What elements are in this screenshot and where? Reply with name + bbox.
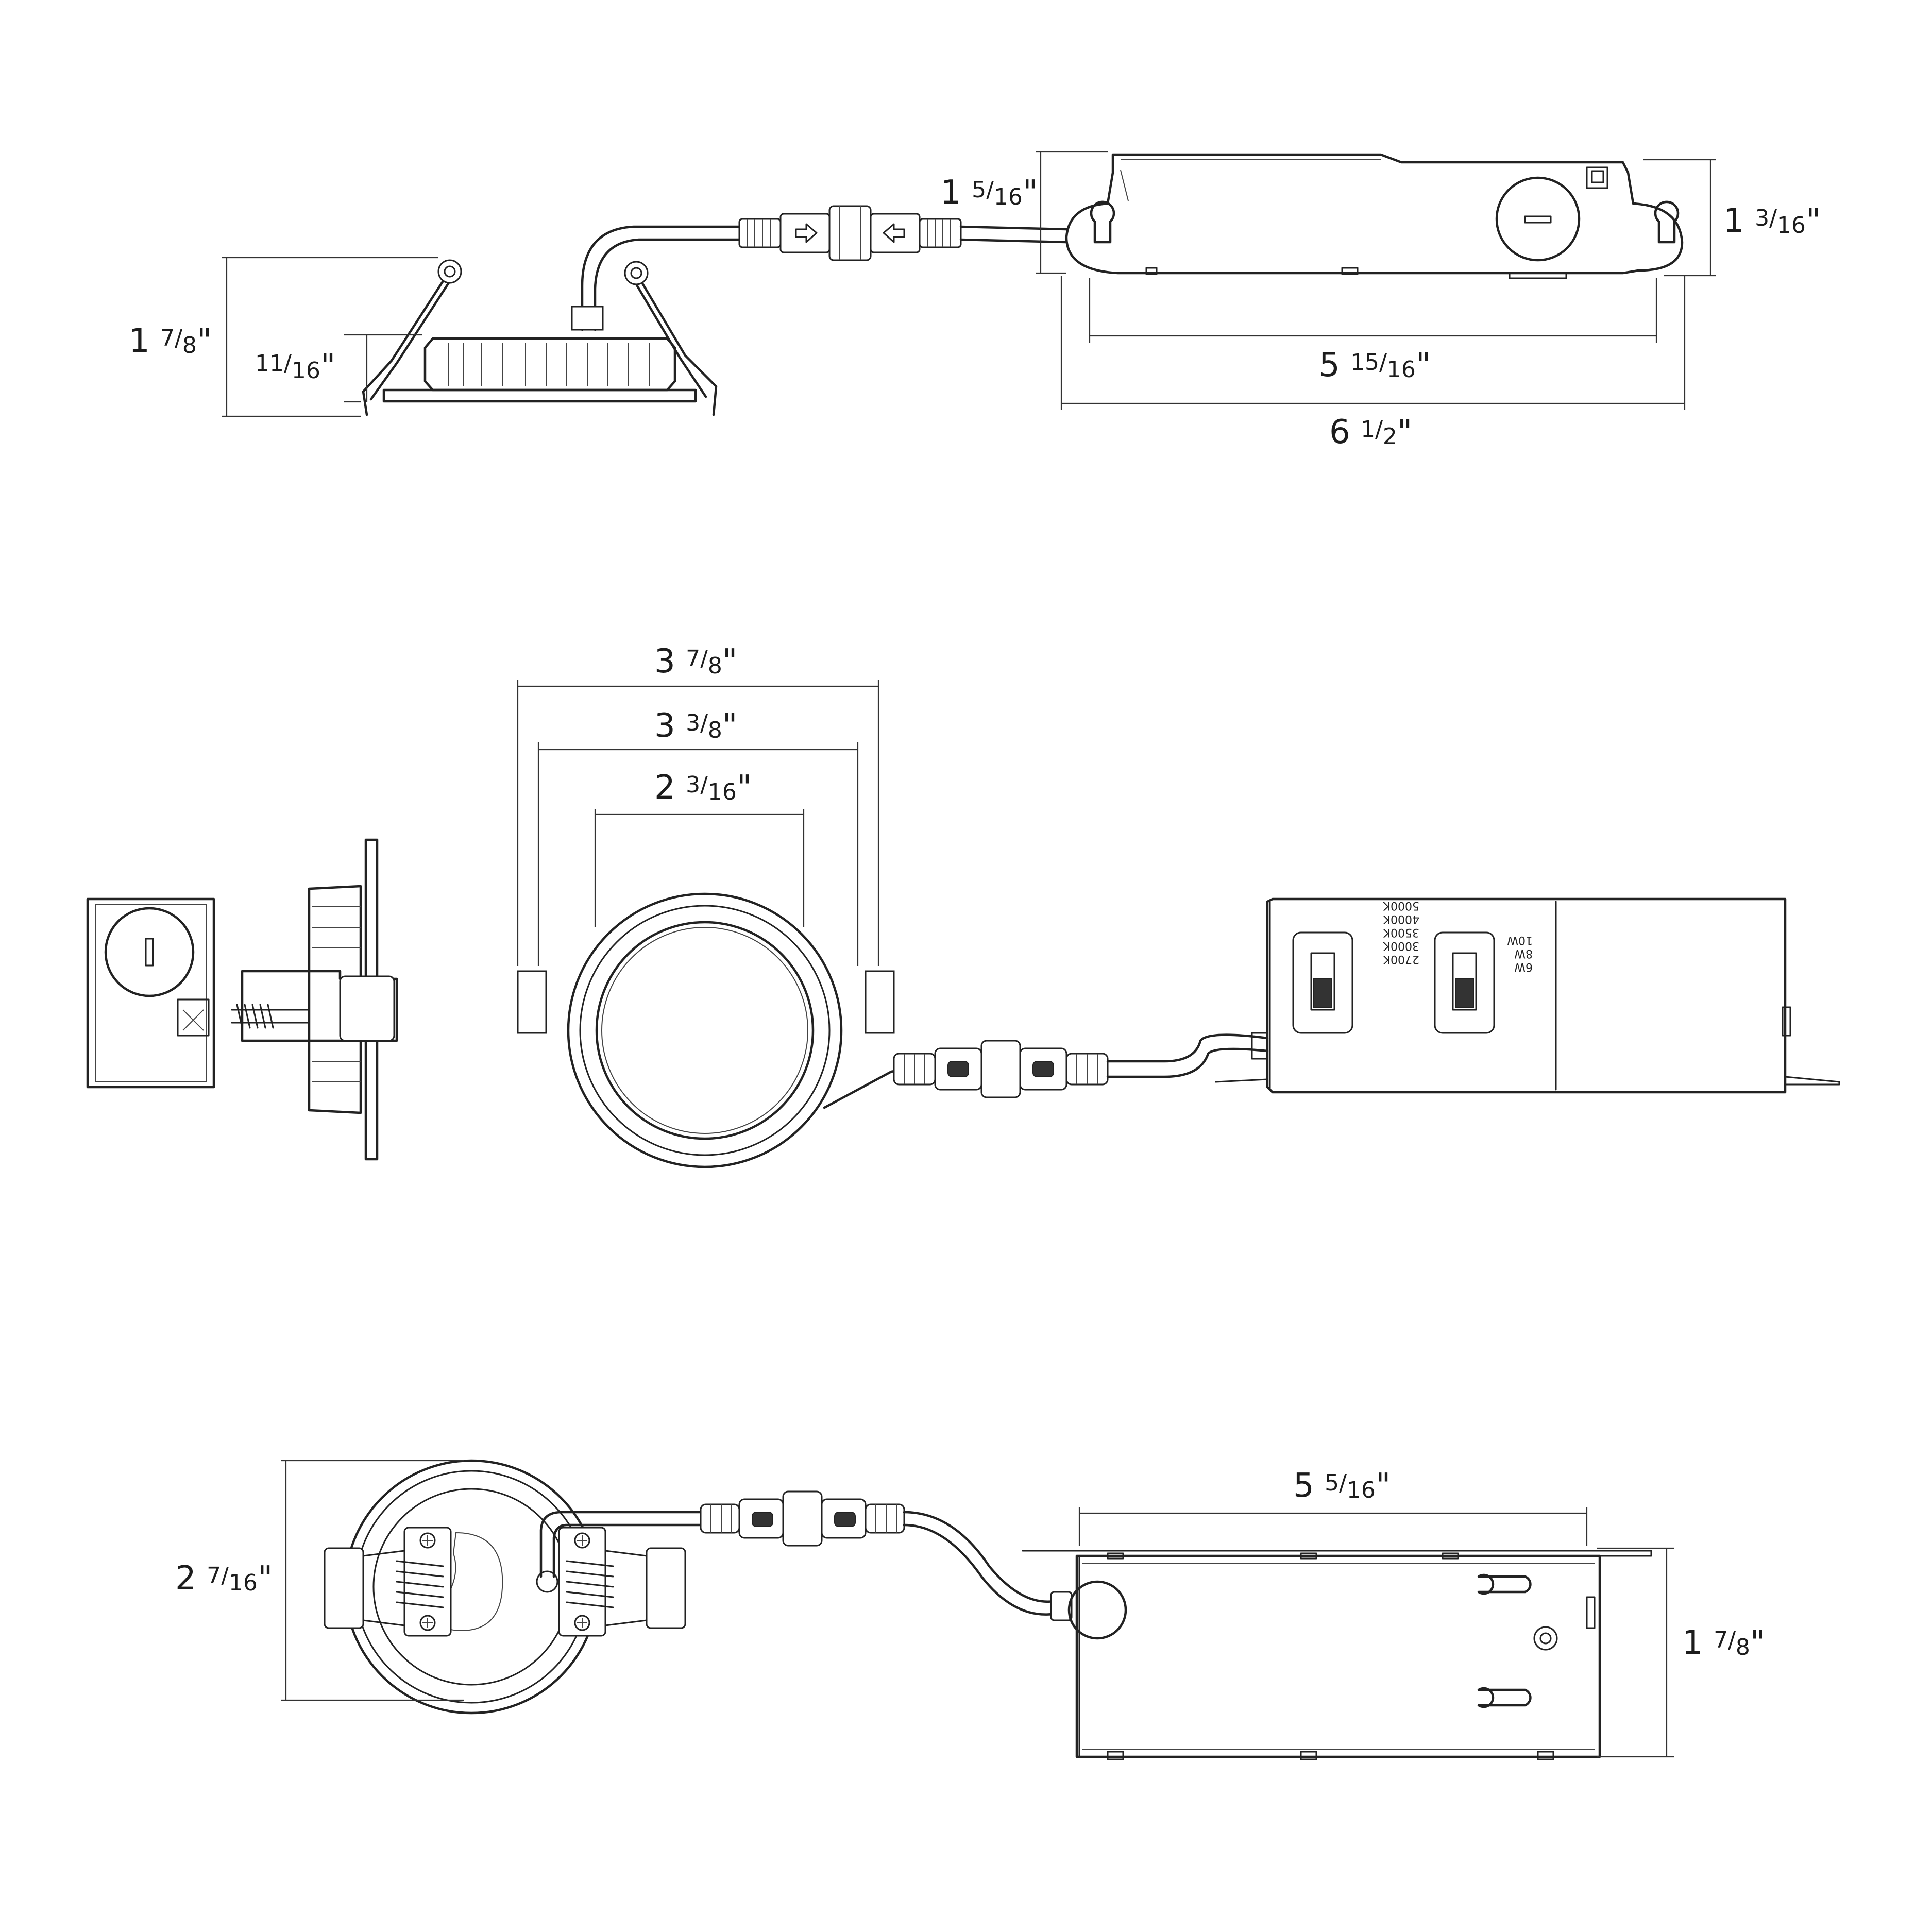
box-end-view xyxy=(86,897,215,1089)
svg-text:5000K: 5000K xyxy=(1383,899,1419,912)
keyhole-right xyxy=(1654,200,1680,244)
dim-fixture-height: 1 7/8" xyxy=(129,322,212,360)
dim-aperture: 2 3/16" xyxy=(654,769,752,807)
fixture-cable xyxy=(581,225,743,331)
clip-right-face xyxy=(865,970,895,1034)
junction-box xyxy=(1065,153,1684,275)
right-spring-clip xyxy=(635,272,718,416)
dim-box-total-length: 6 1/2" xyxy=(1329,413,1412,451)
svg-text:8W: 8W xyxy=(1514,947,1533,960)
trim-outer-circle xyxy=(567,892,843,1168)
wattage-labels: 6W 8W 10W xyxy=(1507,934,1533,973)
svg-text:3000K: 3000K xyxy=(1383,939,1419,952)
back-clip-left xyxy=(324,1547,364,1629)
arrow-right-icon xyxy=(795,223,818,243)
dim-box-height: 1 3/16" xyxy=(1723,202,1821,240)
side-clip-bracket xyxy=(241,970,398,1042)
svg-text:3500K: 3500K xyxy=(1383,926,1419,939)
middle-quick-connector xyxy=(893,1040,1109,1098)
top-side-view: 1 7/8" 11/16" 1 5/16" 1 3/16" 5 15/16" 6… xyxy=(129,151,1821,451)
quick-connector xyxy=(738,205,962,261)
dim-back-trim-height: 2 7/16" xyxy=(175,1560,273,1598)
left-clip-pivot xyxy=(437,259,462,284)
bottom-views: 2 7/16" 5 5/16" 1 7/8" xyxy=(175,1459,1765,1760)
dim-box-height-small: 1 5/16" xyxy=(940,174,1038,212)
keyhole-slot-bottom xyxy=(1477,1687,1532,1708)
box-end-knockout xyxy=(104,907,195,997)
clip-left-face xyxy=(517,970,547,1034)
led-body xyxy=(423,337,676,392)
aperture-circle xyxy=(595,921,815,1140)
svg-text:2700K: 2700K xyxy=(1383,953,1419,965)
dim-box-inner-length: 5 15/16" xyxy=(1319,346,1431,384)
side-knockout xyxy=(1067,1580,1127,1640)
dim-trim-height: 11/16" xyxy=(255,347,335,385)
dim-driver-box-length: 5 5/16" xyxy=(1293,1467,1391,1505)
back-clip-right xyxy=(646,1547,686,1629)
keyhole-left xyxy=(1090,200,1115,244)
right-clip-pivot xyxy=(624,261,649,285)
svg-text:4000K: 4000K xyxy=(1383,912,1419,925)
dim-driver-box-height: 1 7/8" xyxy=(1682,1624,1765,1662)
trim-plate xyxy=(382,388,697,403)
driver-box-top xyxy=(1266,897,1787,1094)
driver-box-side xyxy=(1075,1554,1601,1758)
svg-text:10W: 10W xyxy=(1507,934,1533,946)
cable-strain-relief xyxy=(571,306,604,331)
cct-labels: 2700K 3000K 3500K 4000K 5000K xyxy=(1383,899,1419,965)
middle-views: 2700K 3000K 3500K 4000K 5000K 6W 8W 10W … xyxy=(86,642,1840,1168)
dim-outer-diameter: 3 7/8" xyxy=(654,642,737,681)
left-spring-clip xyxy=(362,272,450,416)
arrow-left-icon xyxy=(883,223,905,243)
knockout-disc xyxy=(1495,176,1581,262)
keyhole-slot-top xyxy=(1477,1573,1532,1595)
fixture-side-body xyxy=(308,885,362,1114)
svg-text:6W: 6W xyxy=(1514,960,1533,973)
dim-cutout: 3 3/8" xyxy=(654,707,737,745)
bottom-quick-connector xyxy=(700,1490,905,1547)
